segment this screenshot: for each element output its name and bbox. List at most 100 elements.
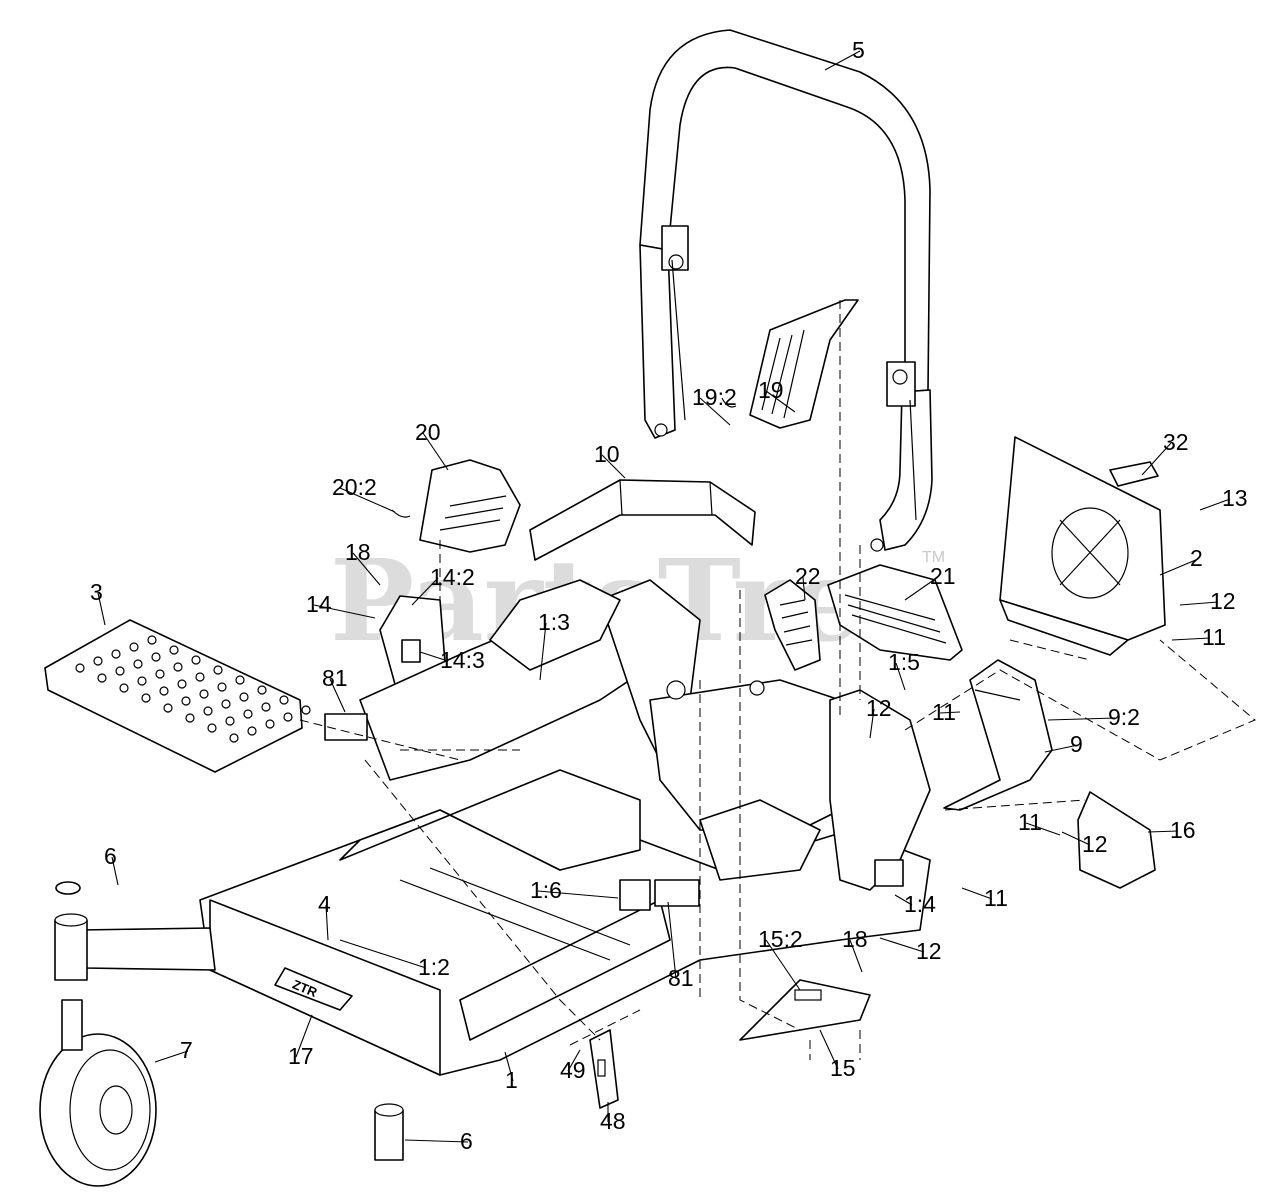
leader-c1-2 <box>339 939 427 969</box>
leader-c15-2 <box>765 939 801 991</box>
plate-hole <box>173 662 183 672</box>
callout-c15[interactable]: 15 <box>830 1055 856 1081</box>
callout-c11a[interactable]: 11 <box>1202 624 1226 650</box>
plate-hole <box>97 673 107 683</box>
callout-c12a[interactable]: 12 <box>1210 588 1236 614</box>
plate-hole <box>181 696 191 706</box>
leader-c4 <box>325 904 329 941</box>
bracket-48[interactable] <box>589 1029 619 1109</box>
caster-post-6[interactable] <box>374 1103 404 1161</box>
caster-wheel-7[interactable] <box>39 999 157 1187</box>
callout-c7[interactable]: 7 <box>180 1037 193 1063</box>
plate-hole <box>239 692 249 702</box>
callout-c9[interactable]: 9 <box>1070 731 1083 757</box>
caster-arm[interactable] <box>54 881 216 981</box>
callout-c1-4[interactable]: 1:4 <box>904 891 936 917</box>
plate-hole <box>177 679 187 689</box>
callout-c20[interactable]: 20 <box>415 419 441 445</box>
plate-hole <box>119 683 129 693</box>
plate-hole <box>151 652 161 662</box>
cover-panel-10[interactable] <box>529 479 756 561</box>
plate-hole <box>247 726 257 736</box>
plate-hole <box>155 669 165 679</box>
plate-hole <box>93 656 103 666</box>
plate-hole <box>257 685 267 695</box>
callout-c2[interactable]: 2 <box>1190 545 1203 571</box>
plate-hole <box>163 703 173 713</box>
plate-hole <box>147 635 157 645</box>
panel-21[interactable] <box>827 564 963 661</box>
callout-c11b[interactable]: 11 <box>932 699 956 725</box>
callout-c10[interactable]: 10 <box>594 441 620 467</box>
plate-hole <box>261 702 271 712</box>
guard-16[interactable] <box>1077 791 1156 889</box>
callout-c48[interactable]: 48 <box>600 1108 626 1134</box>
callout-c81a[interactable]: 81 <box>322 665 348 691</box>
leader-c9 <box>1044 744 1079 753</box>
rops-roll-bar[interactable] <box>639 29 933 552</box>
callout-c9-2[interactable]: 9:2 <box>1108 704 1140 730</box>
callout-c5[interactable]: 5 <box>852 37 865 63</box>
leader-c18b <box>849 939 863 973</box>
leader-c10 <box>601 454 626 479</box>
plate-hole <box>279 695 289 705</box>
leader-c9-2 <box>1047 717 1117 721</box>
callout-c49[interactable]: 49 <box>560 1057 586 1083</box>
callout-c20-2[interactable]: 20:2 <box>332 474 377 500</box>
callout-c1-2[interactable]: 1:2 <box>418 954 450 980</box>
leader-c20-2 <box>339 487 396 513</box>
callout-c19-2[interactable]: 19:2 <box>692 384 737 410</box>
callout-c18b[interactable]: 18 <box>842 926 868 952</box>
leader-c1-3 <box>539 622 547 681</box>
callout-c6a[interactable]: 6 <box>104 843 117 869</box>
callout-c18a[interactable]: 18 <box>345 539 371 565</box>
seat-bracket-20[interactable] <box>391 459 521 553</box>
leader-c32 <box>1141 442 1172 476</box>
callout-c81b[interactable]: 81 <box>668 965 694 991</box>
plate-hole <box>137 676 147 686</box>
callout-c19[interactable]: 19 <box>758 377 784 403</box>
leader-c14-3 <box>419 651 449 662</box>
bracket-9[interactable] <box>943 659 1053 811</box>
callout-c12b[interactable]: 12 <box>866 695 892 721</box>
leader-c19-2 <box>699 397 731 426</box>
plate-hole <box>301 705 311 715</box>
plate-15[interactable] <box>739 979 871 1041</box>
seat-bracket-19[interactable] <box>721 299 859 429</box>
callout-c11d[interactable]: 11 <box>984 885 1008 911</box>
leader-c21 <box>904 576 939 601</box>
plate-hole <box>203 706 213 716</box>
callout-c16[interactable]: 16 <box>1170 817 1196 843</box>
callout-c3[interactable]: 3 <box>90 579 103 605</box>
callout-c14-2[interactable]: 14:2 <box>430 564 475 590</box>
leader-c6b <box>404 1139 469 1143</box>
panel-22[interactable] <box>764 579 821 671</box>
plate-hole <box>195 672 205 682</box>
callout-c17[interactable]: 17 <box>288 1043 314 1069</box>
callout-c6b[interactable]: 6 <box>460 1128 473 1154</box>
callout-c32[interactable]: 32 <box>1163 429 1189 455</box>
callout-c21[interactable]: 21 <box>930 563 956 589</box>
callout-c13[interactable]: 13 <box>1222 485 1248 511</box>
callout-c1-6[interactable]: 1:6 <box>530 877 562 903</box>
callout-c15-2[interactable]: 15:2 <box>758 926 803 952</box>
callout-c14[interactable]: 14 <box>306 591 332 617</box>
callout-c4[interactable]: 4 <box>318 891 331 917</box>
foot-plate-3[interactable] <box>44 619 311 773</box>
leader-c22 <box>802 576 806 601</box>
plate-hole <box>191 655 201 665</box>
handle-32[interactable] <box>1109 461 1159 487</box>
callout-c22[interactable]: 22 <box>795 563 821 589</box>
callout-c1-3[interactable]: 1:3 <box>538 609 570 635</box>
callout-c14-3[interactable]: 14:3 <box>440 647 485 673</box>
callout-c12d[interactable]: 12 <box>916 938 942 964</box>
fender-plate-2[interactable] <box>999 436 1166 656</box>
plate-hole <box>207 723 217 733</box>
callout-c1[interactable]: 1 <box>505 1067 518 1093</box>
leader-lines <box>97 50 1231 1143</box>
assembly-lines <box>299 300 1256 1060</box>
callout-c12c[interactable]: 12 <box>1082 831 1108 857</box>
callout-c1-5[interactable]: 1:5 <box>888 649 920 675</box>
callout-c11c[interactable]: 11 <box>1018 809 1042 835</box>
